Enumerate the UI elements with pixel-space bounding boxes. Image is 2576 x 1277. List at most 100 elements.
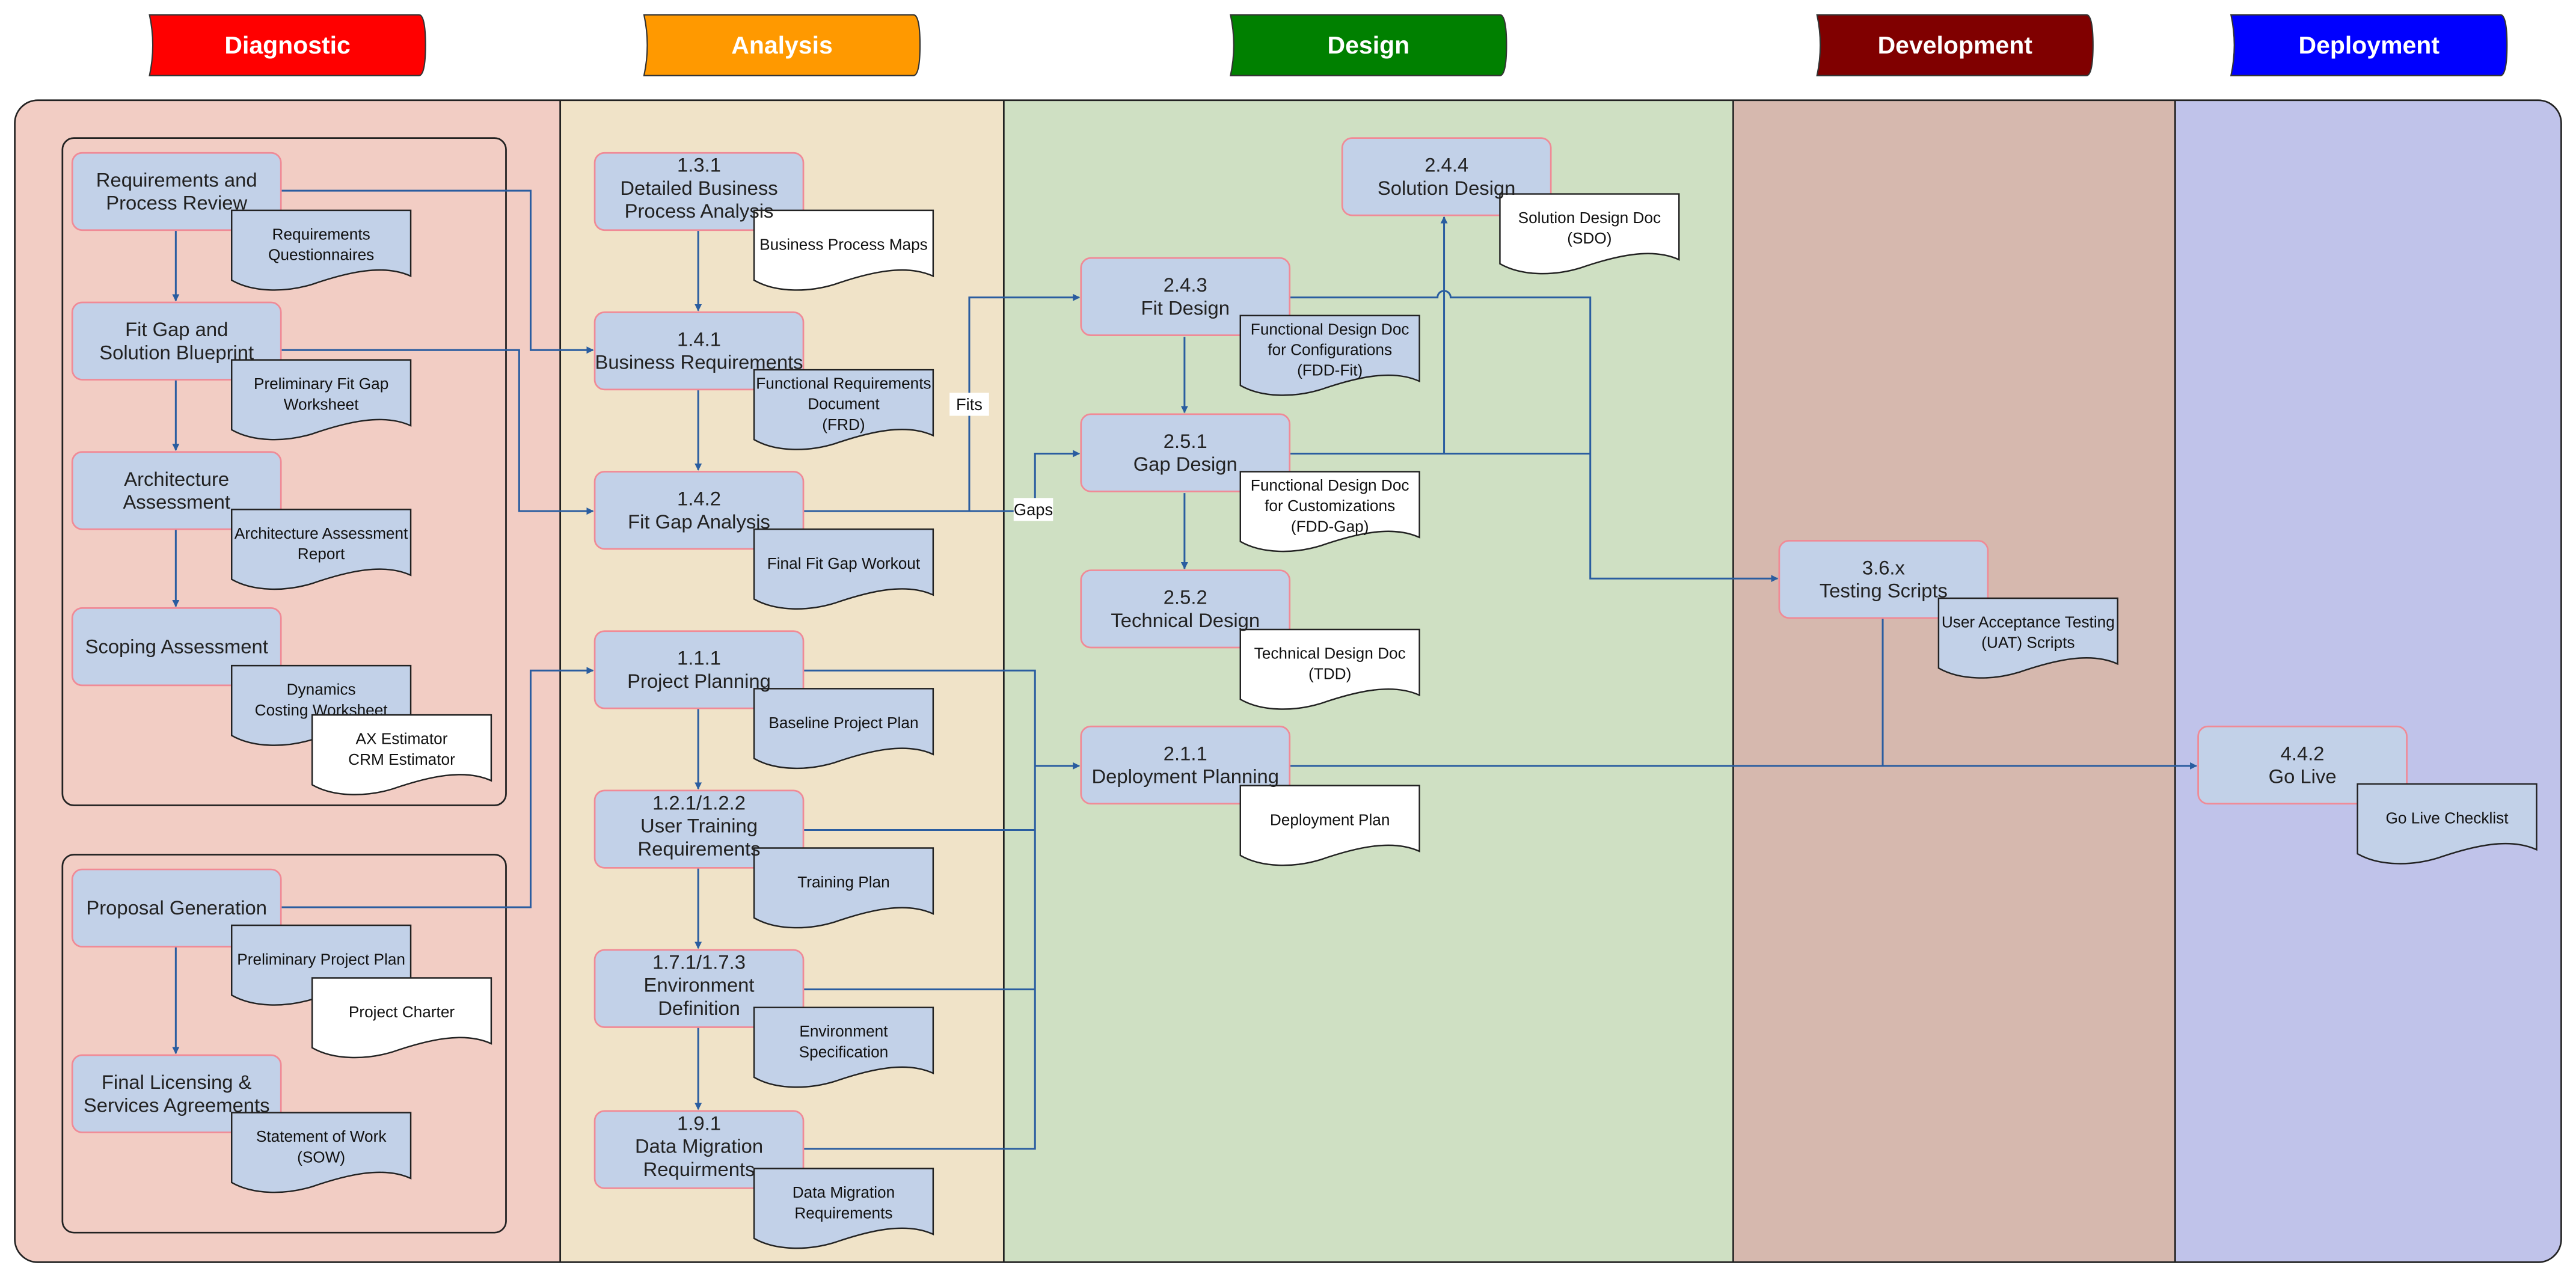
process-step-label: Testing Scripts bbox=[1820, 580, 1948, 602]
process-step[interactable] bbox=[71, 451, 282, 530]
document-artifact[interactable]: Solution Design Doc(SDO) bbox=[1499, 193, 1680, 275]
process-step[interactable] bbox=[593, 152, 805, 231]
document-icon bbox=[231, 209, 412, 291]
process-step[interactable] bbox=[71, 301, 282, 381]
document-icon bbox=[753, 528, 934, 610]
process-step-label: Project Planning bbox=[627, 670, 771, 692]
process-step-label: Services Agreements bbox=[84, 1094, 270, 1116]
process-step[interactable] bbox=[1080, 725, 1291, 805]
document-icon bbox=[753, 209, 934, 291]
process-step-label: Gap Design bbox=[1133, 453, 1237, 475]
process-step[interactable] bbox=[593, 1110, 805, 1189]
document-label: Functional Design Doc bbox=[1251, 320, 1409, 338]
process-step-label: 4.4.2 bbox=[2281, 742, 2325, 764]
process-step-label: Business Requirements bbox=[595, 351, 803, 373]
process-step-text: Final Licensing &Services Agreements bbox=[84, 1071, 270, 1116]
document-label: (UAT) Scripts bbox=[1981, 634, 2075, 652]
document-artifact[interactable]: Baseline Project Plan bbox=[753, 688, 934, 770]
process-step[interactable] bbox=[1080, 413, 1291, 492]
process-step[interactable] bbox=[71, 152, 282, 231]
document-icon bbox=[231, 1112, 412, 1193]
process-step[interactable] bbox=[2197, 725, 2408, 805]
document-label: Questionnaires bbox=[268, 246, 374, 264]
connector-arrow bbox=[281, 349, 594, 515]
document-icon bbox=[753, 688, 934, 770]
connector-label-gaps: Gaps bbox=[1013, 498, 1053, 521]
document-label: Data Migration bbox=[793, 1183, 895, 1201]
document-label: Project Charter bbox=[349, 1003, 455, 1021]
process-step[interactable] bbox=[1080, 257, 1291, 337]
document-label: for Customizations bbox=[1265, 497, 1395, 515]
connector-arrow bbox=[1289, 290, 1779, 583]
document-label: Deployment Plan bbox=[1270, 810, 1390, 828]
process-step-label: Detailed Business bbox=[620, 177, 777, 199]
process-step-label: Environment bbox=[644, 974, 755, 996]
phase-header-label: Diagnostic bbox=[224, 31, 350, 59]
phase-header-analysis: Analysis bbox=[643, 14, 921, 76]
process-step[interactable] bbox=[593, 471, 805, 550]
swimlane-deployment bbox=[2175, 100, 2562, 1263]
process-step[interactable] bbox=[593, 949, 805, 1028]
document-label: (SDO) bbox=[1567, 229, 1612, 247]
process-step[interactable] bbox=[1341, 137, 1552, 216]
document-label: Architecture Assessment bbox=[235, 524, 408, 542]
document-label: Functional Requirements bbox=[756, 374, 931, 392]
process-step[interactable] bbox=[593, 630, 805, 709]
document-artifact[interactable]: Training Plan bbox=[753, 847, 934, 929]
document-label: Document bbox=[808, 395, 880, 413]
document-artifact[interactable]: Final Fit Gap Workout bbox=[753, 528, 934, 610]
process-step[interactable] bbox=[593, 311, 805, 391]
process-step-label: Requirements bbox=[638, 838, 761, 860]
process-step-label: 2.5.1 bbox=[1164, 430, 1207, 452]
process-step-label: Final Licensing & bbox=[102, 1071, 252, 1093]
process-step[interactable] bbox=[71, 607, 282, 687]
document-artifact[interactable]: User Acceptance Testing(UAT) Scripts bbox=[1937, 597, 2118, 679]
process-step[interactable] bbox=[71, 868, 282, 948]
document-icon bbox=[1239, 785, 1420, 866]
document-label: Statement of Work bbox=[256, 1127, 387, 1145]
document-artifact[interactable]: Business Process Maps bbox=[753, 209, 934, 291]
document-artifact[interactable]: Technical Design Doc(TDD) bbox=[1239, 628, 1420, 710]
process-step-label: Fit Design bbox=[1141, 296, 1230, 319]
process-step[interactable] bbox=[1080, 569, 1291, 649]
document-icon bbox=[231, 359, 412, 441]
document-icon bbox=[1239, 628, 1420, 710]
document-artifact[interactable]: Statement of Work(SOW) bbox=[231, 1112, 412, 1193]
swimlane-container bbox=[14, 99, 2562, 1263]
document-artifact[interactable]: Project Charter bbox=[311, 977, 492, 1059]
document-icon bbox=[753, 1168, 934, 1249]
process-step[interactable] bbox=[71, 1054, 282, 1133]
document-label: Environment bbox=[799, 1022, 888, 1040]
document-label: (FDD-Fit) bbox=[1297, 361, 1363, 379]
document-artifact[interactable]: Deployment Plan bbox=[1239, 785, 1420, 866]
document-label: Final Fit Gap Workout bbox=[767, 554, 921, 572]
process-step-text: Proposal Generation bbox=[86, 896, 267, 919]
process-step-label: Process Analysis bbox=[625, 200, 774, 222]
process-step-label: 1.2.1/1.2.2 bbox=[652, 791, 746, 813]
document-label: Report bbox=[298, 545, 345, 563]
document-label: Baseline Project Plan bbox=[768, 714, 918, 732]
document-artifact[interactable]: Go Live Checklist bbox=[2357, 783, 2538, 865]
process-step[interactable] bbox=[593, 789, 805, 869]
process-step-label: Definition bbox=[658, 997, 740, 1019]
process-step[interactable] bbox=[1778, 539, 1989, 619]
